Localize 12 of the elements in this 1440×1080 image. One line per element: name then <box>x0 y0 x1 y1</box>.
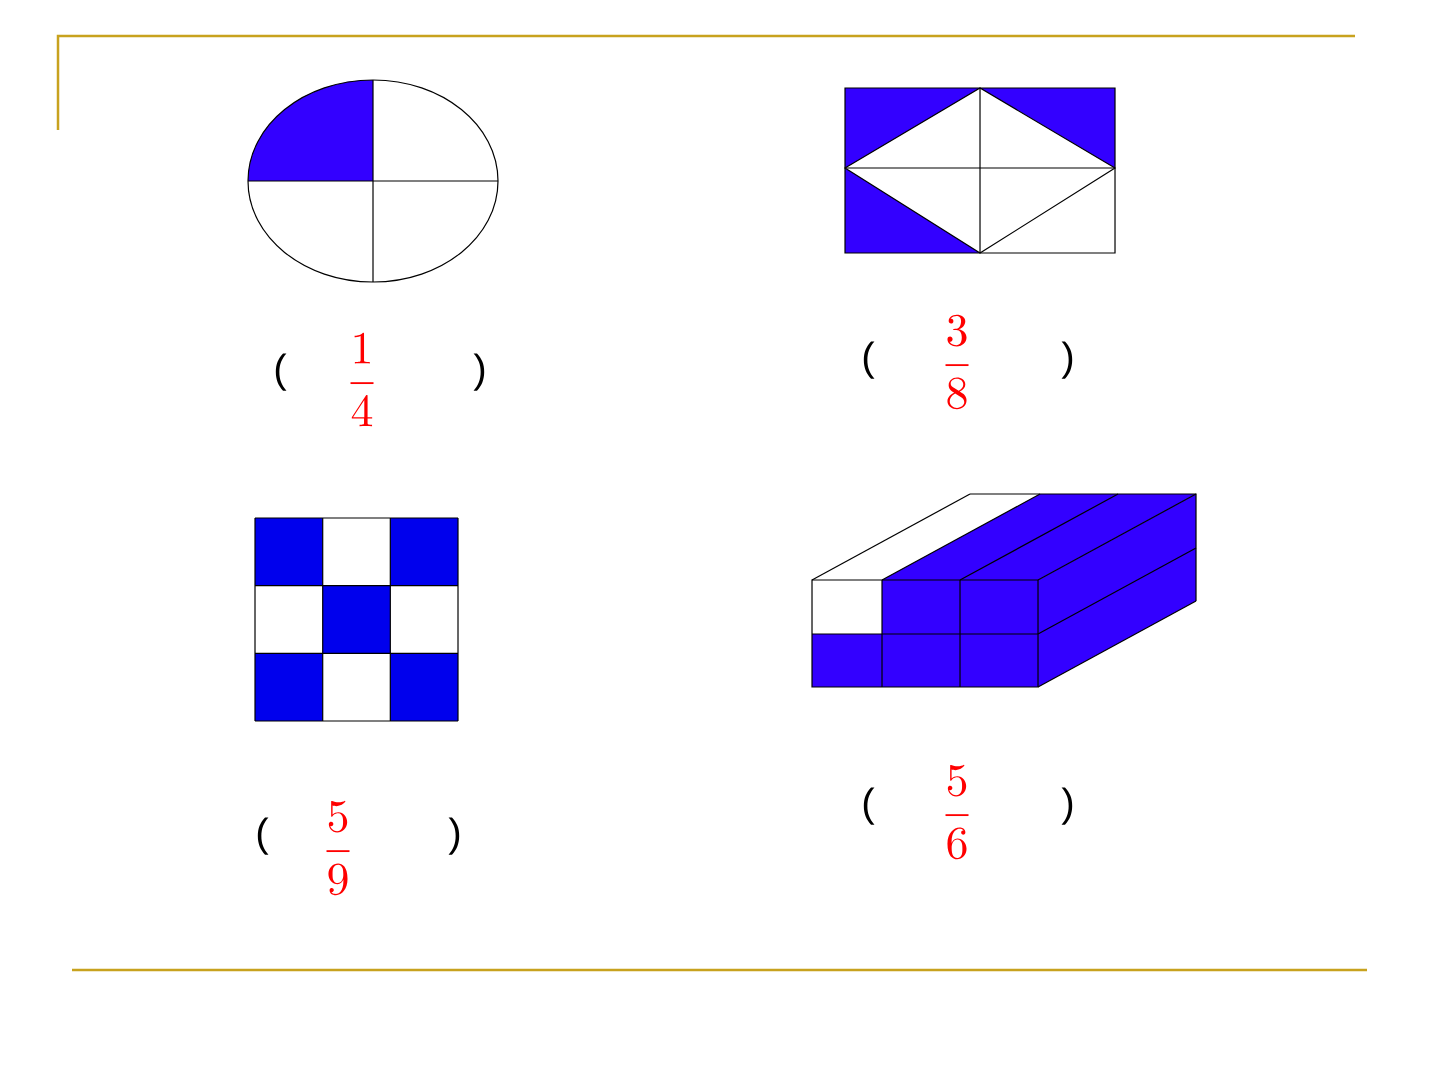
parenthesis: ) <box>473 353 485 391</box>
parenthesis: ) <box>1061 787 1073 825</box>
parenthesis: ( <box>275 353 287 391</box>
fraction: $\frac{3}{8}$ <box>945 314 969 410</box>
parenthesis: ) <box>1061 341 1073 379</box>
parenthesis: ( <box>257 817 269 855</box>
fraction: $\frac{5}{6}$ <box>945 764 969 860</box>
parenthesis: ( <box>863 787 875 825</box>
fraction: $\frac{5}{9}$ <box>326 800 350 896</box>
parenthesis: ( <box>863 341 875 379</box>
parenthesis: ) <box>448 817 460 855</box>
fraction: $\frac{1}{4}$ <box>350 332 374 427</box>
